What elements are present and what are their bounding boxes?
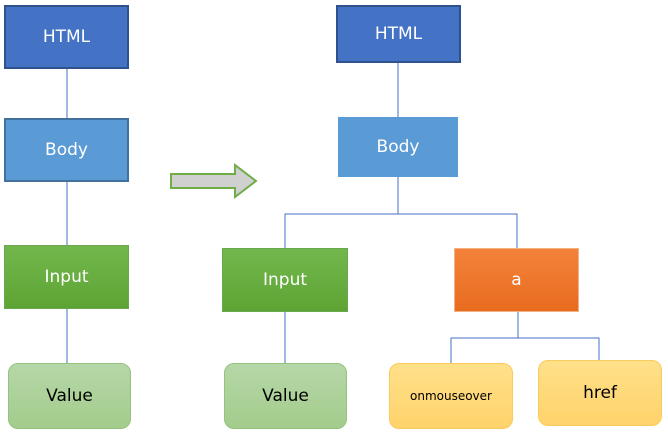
node-href: href: [538, 360, 662, 426]
node-anchor: a: [454, 248, 579, 312]
node-label: a: [511, 270, 522, 290]
node-label: Input: [262, 270, 308, 290]
node-label: onmouseover: [410, 389, 492, 403]
connector-a-split: [450, 337, 600, 363]
node-label: Value: [262, 386, 309, 406]
connector-body-split: [284, 213, 518, 248]
node-label: HTML: [374, 24, 423, 44]
node-onmouseover: onmouseover: [389, 363, 513, 429]
node-label: HTML: [42, 27, 91, 47]
node-label: href: [583, 383, 617, 403]
node-input-right: Input: [222, 248, 348, 312]
node-value-right: Value: [224, 363, 347, 429]
node-label: Body: [45, 140, 88, 160]
node-label: Body: [376, 137, 420, 157]
node-html-left: HTML: [4, 5, 129, 69]
node-input-left: Input: [4, 245, 129, 309]
right-arrow-icon: [170, 163, 258, 199]
node-label: Input: [44, 267, 89, 287]
node-label: Value: [46, 386, 93, 406]
node-value-left: Value: [8, 363, 131, 429]
node-html-right: HTML: [336, 5, 461, 63]
node-body-right: Body: [338, 117, 458, 177]
node-body-left: Body: [4, 118, 129, 182]
